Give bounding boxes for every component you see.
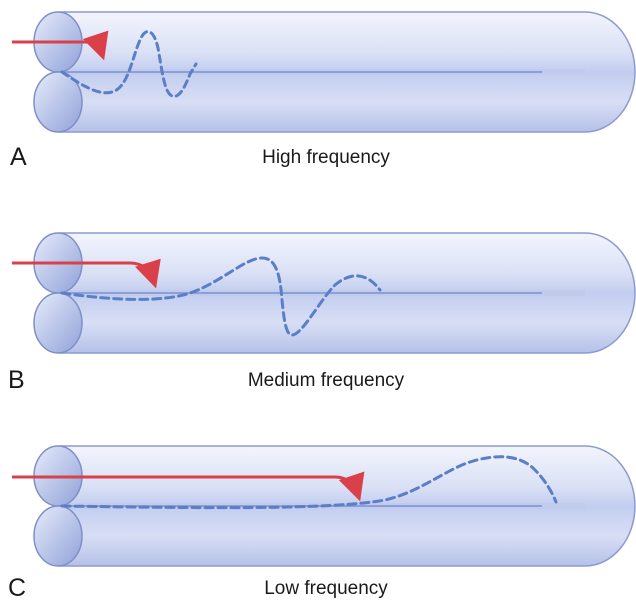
panel-letter-a: A	[10, 143, 27, 171]
arrow-a	[12, 30, 109, 61]
tube-a	[33, 11, 636, 133]
wave-c	[60, 455, 558, 510]
arrow-c	[12, 471, 365, 502]
panel-letter-b: B	[8, 366, 25, 394]
arrow-b	[12, 258, 161, 289]
wave-b	[60, 256, 382, 337]
caption-b: Medium frequency	[248, 370, 405, 391]
panel-c: C Low frequency	[8, 445, 636, 600]
panel-b: B Medium frequency	[8, 232, 636, 394]
panel-a: A High frequency	[10, 11, 636, 171]
lower-canal-end-b	[33, 292, 83, 354]
caption-c: Low frequency	[264, 578, 388, 599]
lower-canal-end-c	[33, 505, 83, 567]
tube-b	[33, 232, 636, 354]
lower-canal-end-a	[33, 71, 83, 133]
caption-a: High frequency	[262, 147, 390, 168]
panel-letter-c: C	[8, 574, 26, 600]
wave-a	[60, 30, 198, 98]
